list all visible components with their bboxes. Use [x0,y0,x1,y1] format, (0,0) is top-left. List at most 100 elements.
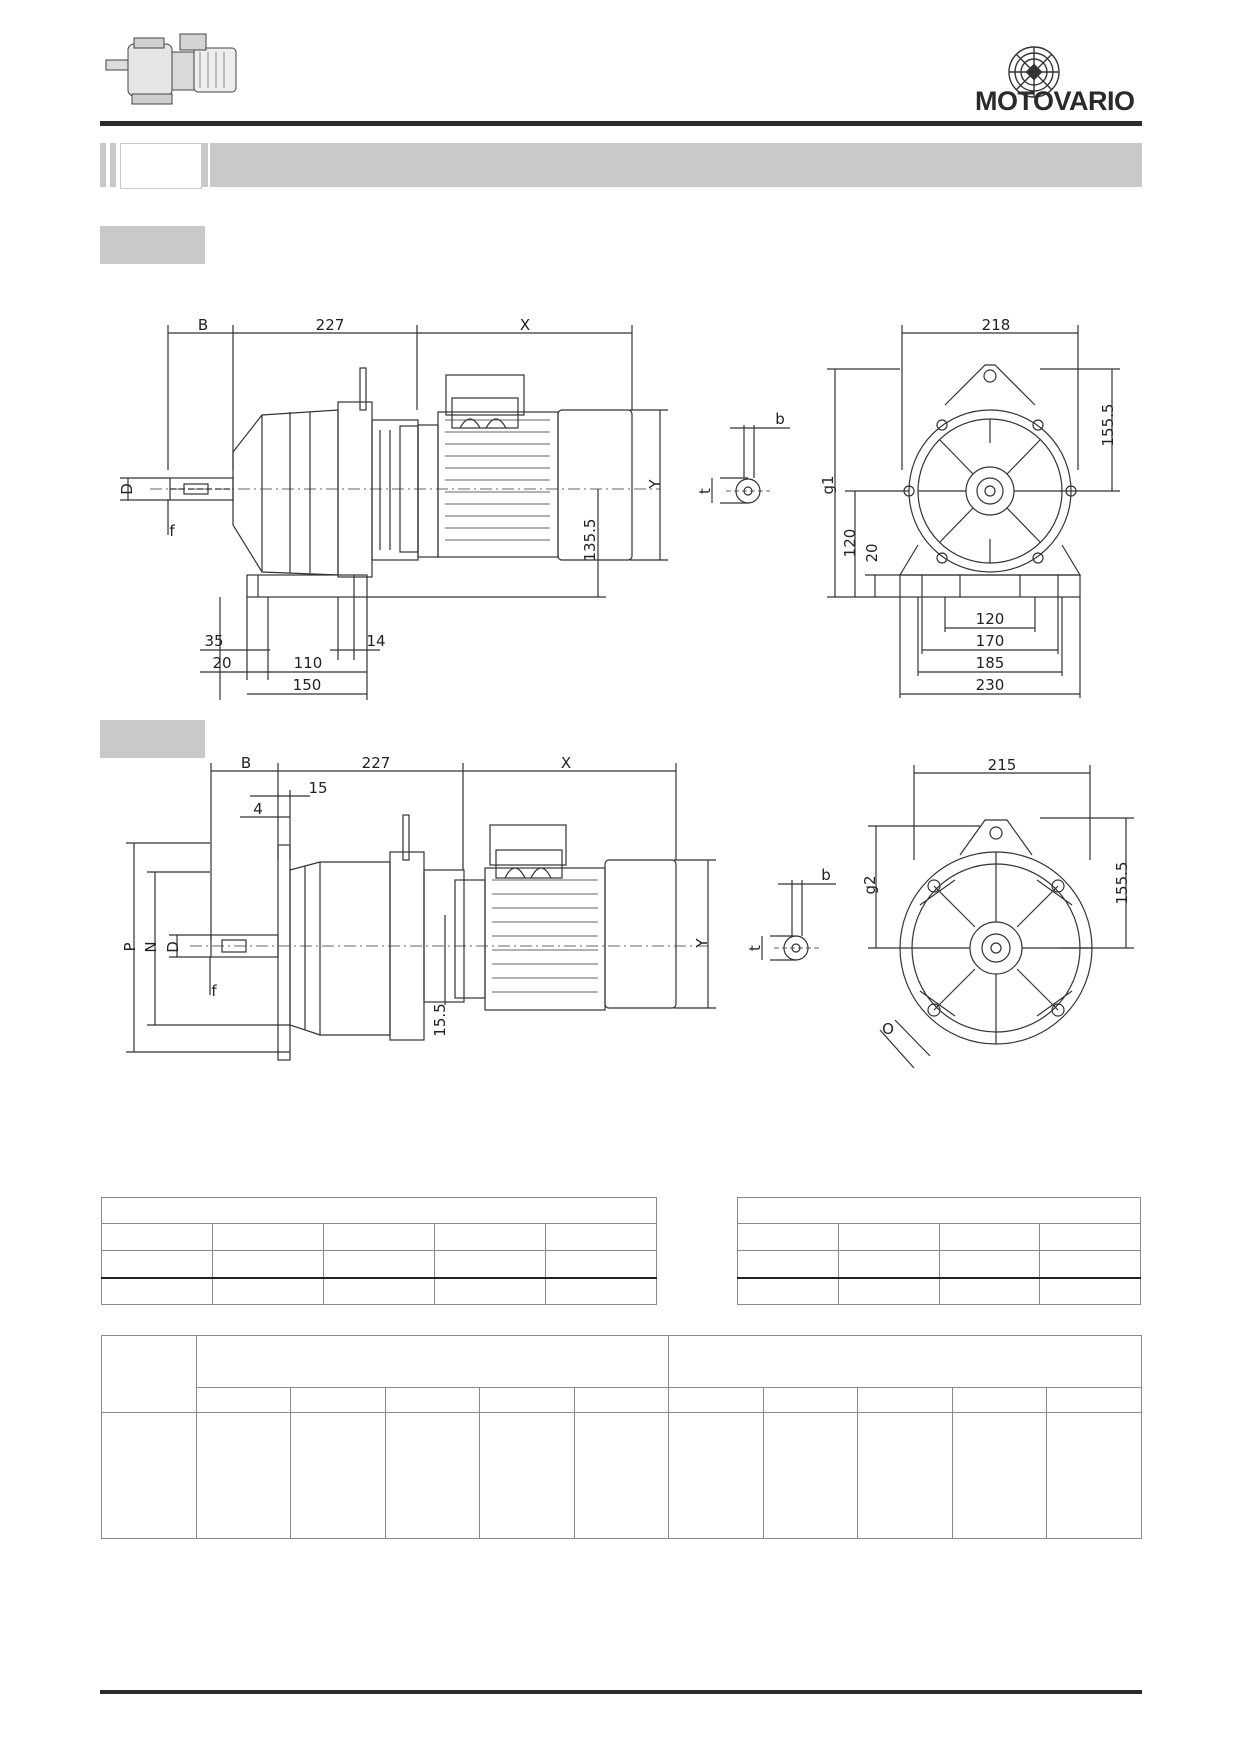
dim-185-label: 185 [976,654,1005,672]
table-left-cell [545,1277,657,1305]
table-right-cell [1039,1250,1141,1278]
table-wide-col-header [573,1387,670,1413]
dim-B2-label: B [241,755,251,772]
table-wide-col-header [290,1387,386,1413]
dim-X2-label: X [561,755,571,772]
footer-rule [100,1690,1142,1694]
table-right-cell [938,1223,1041,1251]
motovario-logo-icon [1008,46,1060,98]
title-band [210,143,1142,187]
dim-155-label: 155.5 [1099,404,1117,447]
dim-150-label: 150 [293,676,322,694]
table-left-cell [101,1250,213,1278]
table-left-cell [545,1250,657,1278]
table-left-cell [545,1223,657,1251]
dim-Y2-label: Y [693,938,711,949]
dim-Y-label: Y [646,479,664,490]
foot-mounted-drawing: B 227 X D f Y 135.5 35 14 20 110 150 b t… [118,316,1120,700]
dim-227b-label: 227 [362,755,391,772]
table-wide-col-header [195,1387,292,1413]
title-band-stripe-1 [100,143,106,187]
table-wide-cell [573,1412,670,1539]
dim-4-label: 4 [253,800,263,818]
section-label-foot [100,226,205,264]
dim-120h-label: 120 [841,529,859,558]
table-wide-cell [479,1412,575,1539]
dim-35-label: 35 [204,632,223,650]
table-left-cell [434,1277,546,1305]
dim-20-label: 20 [212,654,231,672]
table-wide-cell [668,1412,764,1539]
table-wide-cell [290,1412,386,1539]
table-left-cell [101,1223,213,1251]
dim-110-label: 110 [294,654,323,672]
dim-120w-label: 120 [976,610,1005,628]
title-band-stripe-2 [110,143,116,187]
table-wide-col-header [857,1387,953,1413]
table-wide-cell [195,1412,292,1539]
table-right-cell [938,1250,1041,1278]
table-wide-cell [857,1412,953,1539]
table-left-cell [212,1277,324,1305]
title-band-stripe-3 [202,143,208,187]
title-band-blank-box [120,143,202,189]
dim-1555-label: 155.5 [1113,862,1131,905]
table-left-cell [323,1277,435,1305]
dim-135-label: 135.5 [581,519,599,562]
motor-dimensions-table [101,1335,1142,1539]
dim-155b-label: 15.5 [431,1003,449,1036]
flange-mounted-drawing: B 227 X 15 4 P N D f Y 15.5 b t 215 155.… [121,755,1134,1069]
table-right-cell [837,1277,940,1305]
header-rule [100,121,1142,126]
table-wide-cell [951,1412,1048,1539]
table-right-cell [1039,1277,1141,1305]
table-wide-group-header-1 [195,1335,670,1388]
dim-N-label: N [142,941,160,952]
dim-B-label: B [198,316,208,334]
table-left-cell [101,1277,213,1305]
dim-14-label: 14 [366,632,385,650]
table-wide-col-header [951,1387,1048,1413]
table-right-cell [837,1250,940,1278]
dim-P-label: P [121,942,139,951]
table-left-cell [323,1223,435,1251]
table-wide-col-header [762,1387,859,1413]
table-left-header [101,1197,657,1224]
section-label-flange [100,720,205,758]
dim-f2-label: f [211,982,217,1000]
dim-230-label: 230 [976,676,1005,694]
dim-f-label: f [169,522,175,540]
table-right-cell [938,1277,1041,1305]
gearmotor-thumbnail-image [105,33,237,105]
table-wide-col-header [1046,1387,1142,1413]
table-left-cell [434,1250,546,1278]
table-wide-cell [384,1412,481,1539]
table-wide-cell [1046,1412,1142,1539]
dim-227-label: 227 [316,316,345,334]
dim-b2-label: b [821,866,831,884]
table-right-cell [1039,1223,1141,1251]
table-wide-corner [101,1335,197,1413]
table-wide-col-header [384,1387,481,1413]
dim-215-label: 215 [988,756,1017,774]
dim-X-label: X [520,316,530,334]
table-wide-cell [101,1412,197,1539]
table-left-cell [434,1223,546,1251]
dim-218-label: 218 [982,316,1011,334]
table-wide-group-header-2 [668,1335,1142,1388]
dim-15-label: 15 [308,779,327,797]
dim-g1-label: g1 [819,475,837,494]
dim-D-label: D [118,483,136,495]
dim-t2-label: t [746,945,764,951]
dim-20h-label: 20 [863,543,881,562]
table-right-cell [737,1277,839,1305]
table-right-header [737,1197,1141,1224]
table-left-cell [323,1250,435,1278]
dim-g2-label: g2 [861,875,879,894]
dim-D2-label: D [164,941,182,953]
dimensions-table-left [101,1197,657,1305]
dim-170-label: 170 [976,632,1005,650]
table-wide-col-header [668,1387,764,1413]
table-wide-cell [762,1412,859,1539]
brand-logo-text: MOTOVARIO [975,86,1135,116]
